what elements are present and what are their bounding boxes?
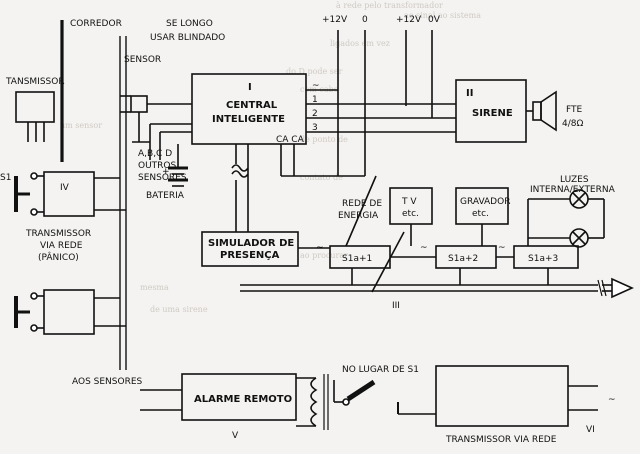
label-abcd-1: A,B,C D [138,149,172,159]
bg-text-1: à rede pelo transformador [336,1,443,10]
switch-s1-symbol [333,379,436,415]
label-12v-a: +12V [322,15,348,25]
label-rede-2: ENERGIA [338,211,379,221]
label-sirene: SIRENE [472,108,513,119]
label-tx-via-1: TRANSMISSOR [25,229,91,239]
label-transmissor-rede: TRANSMISSOR VIA REDE [445,435,557,445]
label-no-lugar: NO LUGAR DE S1 [342,365,419,375]
label-vi-roman: VI [586,425,595,435]
tilde-sim: ~ [316,243,324,253]
simulador-label-1: SIMULADOR DE [208,238,294,249]
label-grav-1: GRAVADOR [460,197,510,207]
tilde-tv: ~ [420,243,428,253]
bg-text-2: ao sinal ao sistema [404,11,481,20]
label-abcd-2: OUTROS [138,161,177,171]
label-rede-1: REDE DE [342,199,382,209]
terminal-2: 2 [312,109,318,119]
background-text: à rede pelo transformador ao sinal ao si… [60,1,481,314]
bg-text-9: mesma [140,283,169,292]
terminal-1: 1 [312,95,318,105]
panic-switch-2 [14,292,44,332]
label-aos-sensores: AOS SENSORES [72,377,143,387]
label-se-longo: SE LONGO [166,19,213,29]
twisted-cable [231,144,249,232]
label-fte-1: FTE [566,105,583,115]
simulador-box [201,231,299,267]
bg-text-6: de ponto de [300,135,348,144]
bg-text-10: ao procurar [300,251,348,260]
speaker-icon [532,90,557,132]
bus-arrow [240,268,634,299]
label-v-roman: V [232,431,239,441]
label-corredor: CORREDOR [70,19,122,29]
label-iv: IV [60,183,70,193]
transmissor-device [15,91,55,142]
terminal-3: 3 [312,123,318,133]
sirene-roman: II [466,88,473,99]
transmissor-box-2 [43,289,95,335]
terminal-tilde: ~ [312,81,320,91]
bg-text-3: ligados em vez [330,39,390,48]
label-tv-1: T V [401,197,417,207]
bg-text-7: contato de [300,173,343,182]
label-battery-plus: + [162,167,170,177]
bg-text-4: do D pode ser [286,67,343,76]
label-s1: S1 [0,173,11,183]
bg-text-11: de uma sirene [150,305,208,314]
label-s1a2: S1a+2 [448,254,478,264]
central-inteligente-box [191,73,307,145]
transmissor-rede-box [435,365,569,427]
label-s1a1: S1a+1 [342,254,372,264]
label-abcd-3: SENSORES [138,173,187,183]
label-s1a3: S1a+3 [528,254,558,264]
label-ca-ca: CA CA [276,135,305,145]
alarme-remoto-label: ALARME REMOTO [194,394,292,405]
label-transmissor: TANSMISSOR [5,77,65,87]
labels: TANSMISSOR CORREDOR SE LONGO USAR BLINDA… [0,15,616,445]
label-bateria: BATERIA [146,191,185,201]
label-luzes-2: INTERNA/EXTERNA [530,185,616,195]
label-zero-a: 0 [362,15,368,25]
central-roman: I [248,82,252,93]
coil-icon [296,377,318,427]
central-title-1: CENTRAL [226,100,278,111]
label-tv-2: etc. [402,209,419,219]
diagonal-wire [345,175,405,293]
label-usar-blindado: USAR BLINDADO [150,33,225,43]
transmissor-iv-box [43,171,95,217]
lamp-icon-2 [569,228,589,248]
panic-switch-1 [14,172,44,216]
label-12v-b: +12V [396,15,422,25]
bg-text-8: um sensor [60,121,102,130]
tilde-tx: ~ [608,395,616,405]
sensor-device [120,95,192,143]
label-grav-2: etc. [472,209,489,219]
simulador-label-2: PRESENÇA [220,250,280,261]
label-tx-via-3: (PÂNICO) [38,251,79,263]
label-0v-b: 0V [428,15,441,25]
tilde-grav: ~ [498,243,506,253]
label-tx-via-2: VIA REDE [40,241,83,251]
label-luzes-1: LUZES [560,175,589,185]
label-sensor: SENSOR [124,55,161,65]
alarme-remoto-box [181,373,297,421]
label-fte-2: 4/8Ω [562,119,583,129]
central-title-2: INTELIGENTE [212,114,285,125]
label-iii: III [392,301,400,311]
